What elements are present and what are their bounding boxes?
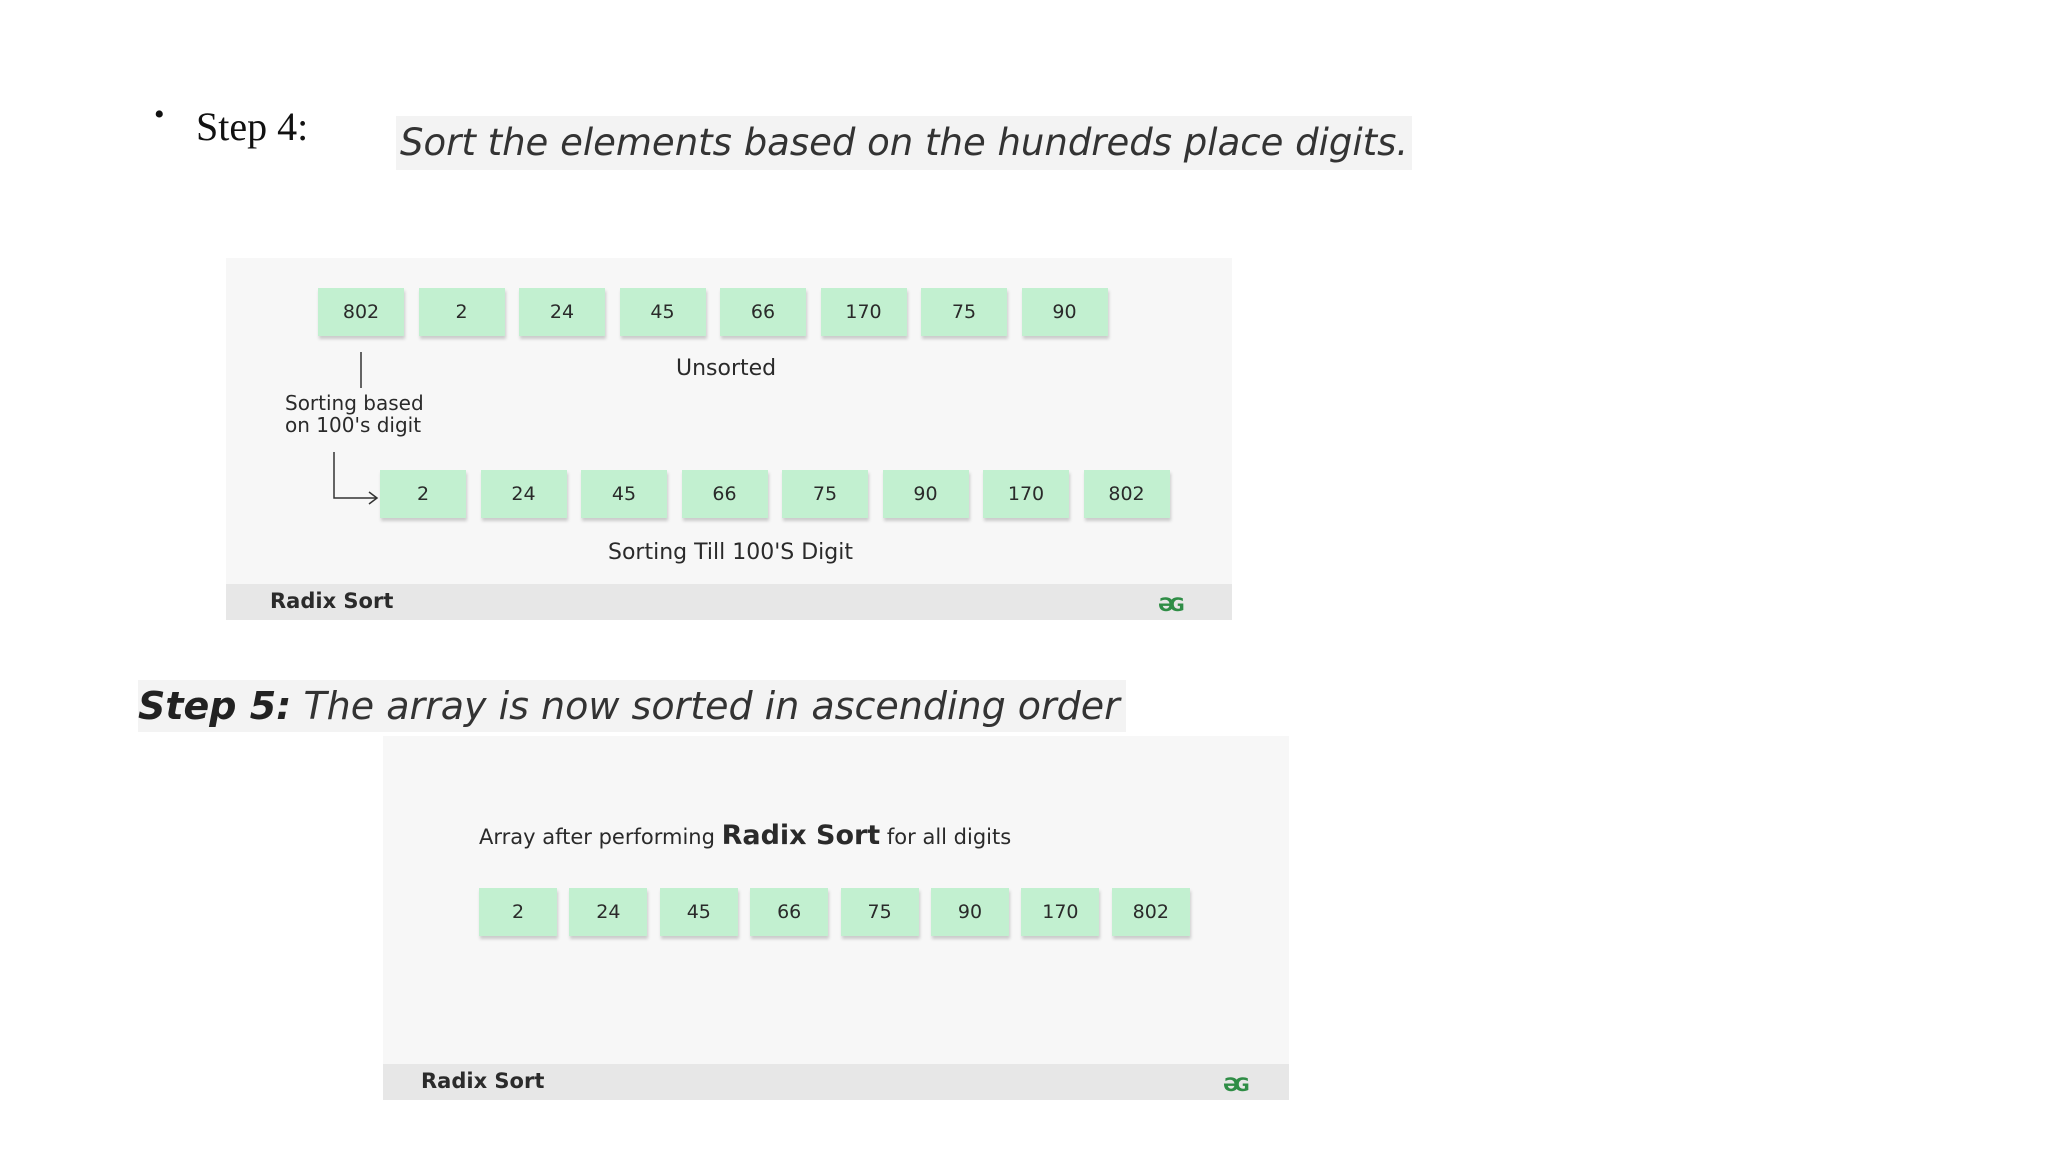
value-box: 802: [1111, 888, 1190, 936]
value-box: 75: [921, 288, 1007, 336]
footer-title: Radix Sort: [421, 1069, 545, 1093]
radix-sort-final-diagram: Array after performing Radix Sort for al…: [383, 736, 1289, 1100]
sorting-based-label-line1: Sorting based: [285, 391, 424, 415]
value-box: 66: [750, 888, 829, 936]
gfg-logo-icon: ƏG: [1158, 594, 1185, 616]
value-box: 45: [581, 470, 667, 518]
flow-arrow: [333, 352, 379, 505]
value-box: 802: [318, 288, 404, 336]
value-box: 24: [480, 470, 567, 518]
sorted-caption: Sorting Till 100'S Digit: [608, 540, 853, 565]
step4-description: Sort the elements based on the hundreds …: [396, 116, 1413, 170]
gfg-logo-icon: ƏG: [1223, 1074, 1250, 1096]
value-box: 45: [659, 888, 738, 936]
value-box: 90: [882, 470, 969, 518]
value-box: 45: [619, 288, 706, 336]
step4-bullet: •: [154, 98, 165, 131]
value-box: 75: [782, 470, 868, 518]
value-box: 2: [479, 888, 557, 936]
value-box: 2: [380, 470, 466, 518]
final-heading-bold: Radix Sort: [721, 820, 881, 851]
final-heading-prefix: Array after performing: [479, 825, 722, 849]
value-box: 170: [1021, 888, 1100, 936]
value-box: 170: [983, 470, 1069, 518]
value-box: 24: [519, 288, 605, 336]
radix-sort-step4-diagram: 802 2 24 45 66 170 75 90 Unsorted Sorting based…: [226, 258, 1232, 620]
value-box: 24: [569, 888, 648, 936]
step5-label: Step 5:: [138, 684, 292, 728]
unsorted-caption: Unsorted: [676, 356, 777, 381]
value-box: 2: [418, 288, 505, 336]
step5-description: The array is now sorted in ascending ord…: [291, 684, 1120, 728]
footer-title: Radix Sort: [270, 589, 394, 613]
value-box: 90: [1021, 288, 1108, 336]
sorting-based-label-line2: on 100's digit: [285, 413, 422, 437]
panel-footer: Radix Sort ƏG: [383, 1064, 1289, 1100]
final-heading: Array after performing Radix Sort for al…: [479, 820, 1011, 851]
final-heading-suffix: for all digits: [880, 825, 1012, 849]
value-box: 802: [1083, 470, 1170, 518]
step4-label: Step 4:: [196, 104, 309, 149]
step5-text: Step 5: The array is now sorted in ascen…: [138, 680, 1126, 732]
value-box: 66: [720, 288, 806, 336]
value-box: 66: [681, 470, 768, 518]
panel-footer: Radix Sort ƏG: [226, 584, 1232, 620]
value-box: 170: [820, 288, 907, 336]
value-box: 90: [931, 888, 1009, 936]
value-box: 75: [840, 888, 919, 936]
